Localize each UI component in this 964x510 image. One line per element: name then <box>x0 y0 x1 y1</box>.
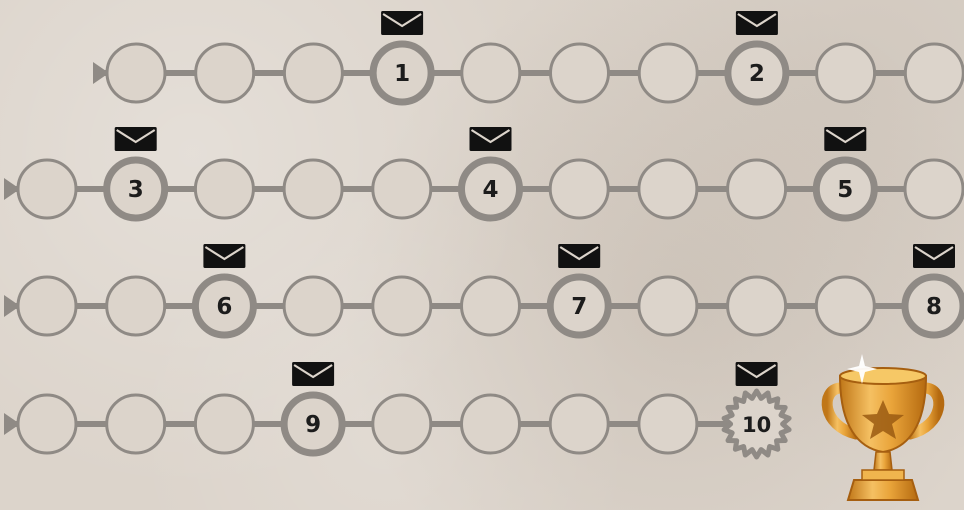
mail-icon <box>381 11 423 35</box>
mail-icon <box>292 362 334 386</box>
path-node <box>373 277 431 335</box>
level-node[interactable]: 10 <box>724 391 789 457</box>
level-number: 4 <box>482 177 498 203</box>
mail-icon <box>470 127 512 151</box>
level-number: 3 <box>128 177 144 203</box>
mail-icon <box>203 244 245 268</box>
level-row: 3 4 5 <box>4 160 963 218</box>
path-node <box>728 277 786 335</box>
level-number: 6 <box>216 294 232 320</box>
path-node <box>462 44 520 102</box>
level-row: 9 10 <box>4 391 789 457</box>
path-node <box>373 395 431 453</box>
path-node <box>107 395 165 453</box>
path-node <box>728 160 786 218</box>
mail-icon <box>115 127 157 151</box>
path-node <box>817 44 875 102</box>
level-number: 1 <box>394 61 410 87</box>
path-node <box>462 395 520 453</box>
path-node <box>639 277 697 335</box>
path-node <box>195 395 253 453</box>
path-node <box>905 44 963 102</box>
mail-icon <box>736 362 778 386</box>
path-node <box>107 44 165 102</box>
level-node[interactable]: 8 <box>905 277 963 335</box>
level-node[interactable]: 3 <box>107 160 165 218</box>
path-node <box>550 160 608 218</box>
mail-icon <box>913 244 955 268</box>
level-number: 2 <box>749 61 765 87</box>
mail-icon <box>558 244 600 268</box>
level-node[interactable]: 9 <box>284 395 342 453</box>
level-node[interactable]: 6 <box>195 277 253 335</box>
path-node <box>905 160 963 218</box>
path-node <box>639 160 697 218</box>
level-node[interactable]: 2 <box>728 44 786 102</box>
trophy-icon <box>818 348 948 508</box>
level-node[interactable]: 4 <box>462 160 520 218</box>
level-number: 7 <box>571 294 587 320</box>
path-node <box>18 395 76 453</box>
path-node <box>816 277 874 335</box>
path-node <box>18 277 76 335</box>
path-node <box>550 395 608 453</box>
path-node <box>18 160 76 218</box>
level-number: 8 <box>926 294 942 320</box>
level-node[interactable]: 7 <box>550 277 608 335</box>
path-node <box>462 277 520 335</box>
path-node <box>284 44 342 102</box>
level-row: 6 7 8 <box>4 277 963 335</box>
mail-icon <box>824 127 866 151</box>
level-number: 5 <box>837 177 853 203</box>
level-node[interactable]: 5 <box>816 160 874 218</box>
mail-icon <box>736 11 778 35</box>
level-number: 10 <box>742 413 771 437</box>
level-node[interactable]: 1 <box>373 44 431 102</box>
path-node <box>107 277 165 335</box>
path-node <box>373 160 431 218</box>
path-node <box>284 277 342 335</box>
path-node <box>639 395 697 453</box>
path-node <box>195 160 253 218</box>
path-node <box>284 160 342 218</box>
path-node <box>196 44 254 102</box>
path-node <box>551 44 609 102</box>
path-node <box>639 44 697 102</box>
level-number: 9 <box>305 412 321 438</box>
